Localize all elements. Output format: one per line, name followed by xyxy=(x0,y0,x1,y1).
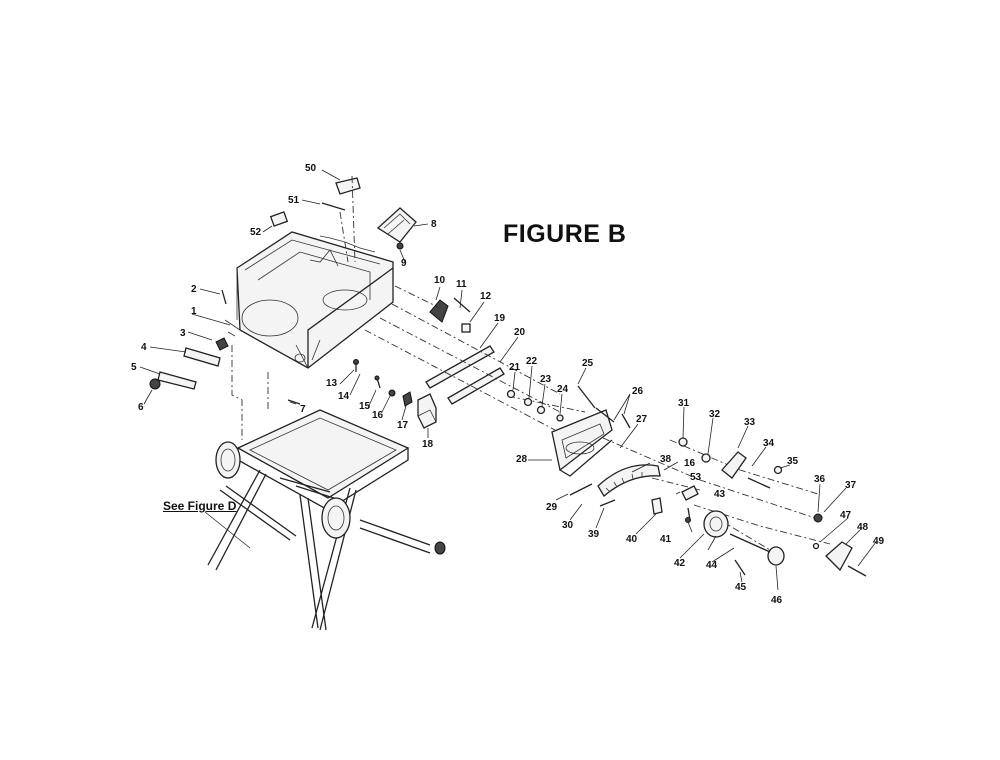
bevel-scale-part xyxy=(569,464,663,515)
right-hardware-parts xyxy=(506,385,867,577)
part-label-42: 42 xyxy=(674,558,686,569)
part-label-14: 14 xyxy=(338,391,350,402)
part-label-35: 35 xyxy=(787,456,799,467)
part-label-47: 47 xyxy=(840,510,852,521)
part-label-19: 19 xyxy=(494,313,506,324)
part-label-4: 4 xyxy=(141,342,147,353)
part-label-23: 23 xyxy=(540,374,552,385)
part-label-40: 40 xyxy=(626,534,638,545)
label-leaders xyxy=(139,169,877,591)
part-label-44: 44 xyxy=(706,560,718,571)
part-label-15: 15 xyxy=(359,401,371,412)
part-label-29: 29 xyxy=(546,502,558,513)
part-label-51: 51 xyxy=(288,195,300,206)
strip-parts xyxy=(425,345,505,405)
part-label-10: 10 xyxy=(434,275,446,286)
part-label-18: 18 xyxy=(422,439,434,450)
part-label-46: 46 xyxy=(771,595,783,606)
part-label-45: 45 xyxy=(735,582,747,593)
part-label-13: 13 xyxy=(326,378,338,389)
part-label-3: 3 xyxy=(180,328,186,339)
part-label-24: 24 xyxy=(557,384,569,395)
part-label-11: 11 xyxy=(456,279,467,290)
part-label-32: 32 xyxy=(709,409,721,420)
part-label-53: 53 xyxy=(690,472,702,483)
part-label-52: 52 xyxy=(250,227,262,238)
part-label-6: 6 xyxy=(138,402,144,413)
part-label-48: 48 xyxy=(857,522,869,533)
part-label-39: 39 xyxy=(588,529,600,540)
left-bracket-parts xyxy=(149,289,301,440)
top-small-parts xyxy=(269,175,361,263)
part-label-25: 25 xyxy=(582,358,594,369)
part-label-16b: 16 xyxy=(684,458,696,469)
part-label-12: 12 xyxy=(480,291,492,302)
part-label-37: 37 xyxy=(845,480,857,491)
part-label-28: 28 xyxy=(516,454,528,465)
part-label-41: 41 xyxy=(660,534,672,545)
part-label-34: 34 xyxy=(763,438,775,449)
part-number-labels: 1 2 3 4 5 6 7 8 9 10 11 12 13 14 15 16 1… xyxy=(131,163,885,606)
cord-wrap-part xyxy=(376,207,417,250)
part-label-49: 49 xyxy=(873,536,885,547)
part-label-20: 20 xyxy=(514,327,526,338)
switch-assembly-part xyxy=(429,297,471,333)
part-label-27: 27 xyxy=(636,414,648,425)
front-plate-part xyxy=(551,409,613,477)
part-label-5: 5 xyxy=(131,362,137,373)
figure-title: FIGURE B xyxy=(503,220,627,248)
part-label-30: 30 xyxy=(562,520,574,531)
part-label-33: 33 xyxy=(744,417,756,428)
part-label-8: 8 xyxy=(431,219,437,230)
part-label-21: 21 xyxy=(509,362,521,373)
part-label-9: 9 xyxy=(401,258,407,269)
part-label-50: 50 xyxy=(305,163,317,174)
hardware-parts xyxy=(353,359,437,429)
part-label-7: 7 xyxy=(300,404,306,415)
part-label-36: 36 xyxy=(814,474,826,485)
part-label-38: 38 xyxy=(660,454,672,465)
part-label-26: 26 xyxy=(632,386,644,397)
part-label-1: 1 xyxy=(191,306,197,317)
saw-housing-part xyxy=(224,231,394,369)
part-label-17: 17 xyxy=(397,420,409,431)
part-label-31: 31 xyxy=(678,398,690,409)
part-label-22: 22 xyxy=(526,356,538,367)
stand-frame-part xyxy=(204,409,446,631)
part-label-2: 2 xyxy=(191,284,197,295)
handwheel-assembly-part xyxy=(681,485,785,566)
see-figure-d-reference: See Figure D xyxy=(163,499,237,513)
part-label-43: 43 xyxy=(714,489,726,500)
part-label-16: 16 xyxy=(372,410,384,421)
